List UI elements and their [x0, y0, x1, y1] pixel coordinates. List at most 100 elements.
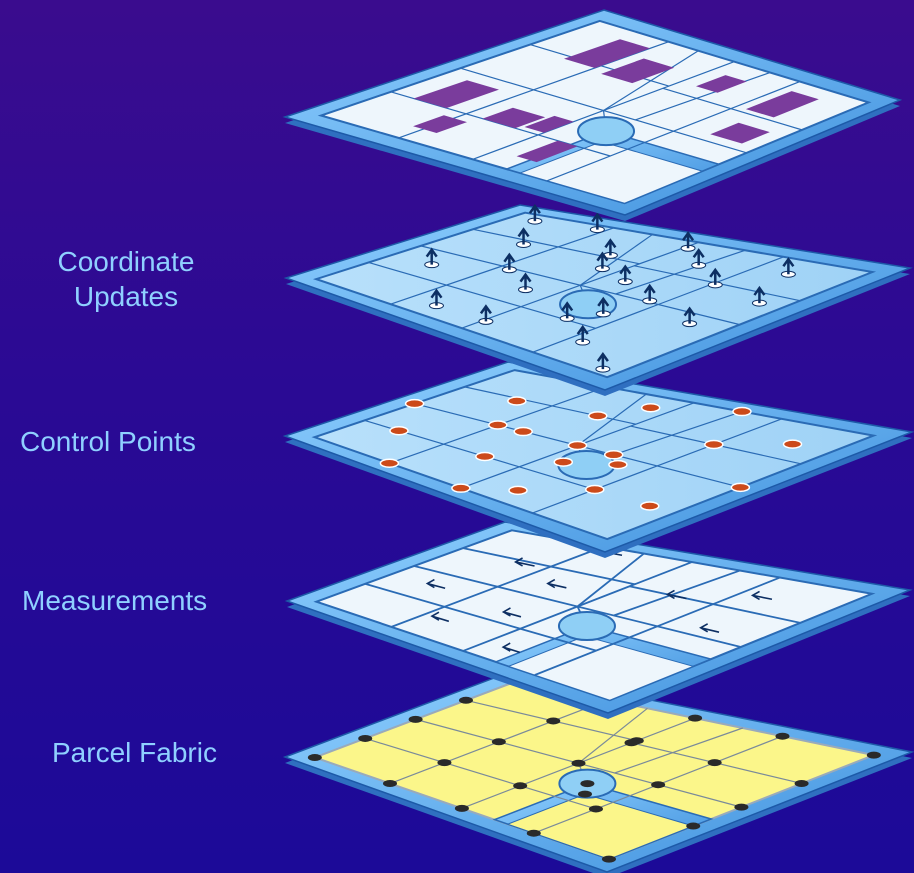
building — [710, 122, 770, 144]
label-control-points: Control Points — [20, 426, 196, 457]
control-point — [451, 483, 471, 493]
update-arrow — [643, 283, 656, 301]
parcel-line — [391, 585, 498, 628]
building — [696, 75, 747, 93]
fabric-node — [734, 803, 749, 811]
update-arrow — [753, 285, 766, 304]
fabric-node — [546, 717, 561, 725]
measurement-arrow — [513, 557, 535, 567]
fabric-node — [577, 790, 592, 798]
parcel-line — [502, 227, 615, 267]
parcel-line — [657, 576, 781, 628]
fabric-node — [588, 805, 603, 813]
parcel-line — [635, 71, 771, 121]
update-arrow — [604, 238, 617, 256]
parcel-line — [546, 130, 674, 182]
update-arrow — [528, 203, 541, 222]
building — [524, 115, 574, 133]
building — [601, 58, 675, 84]
update-arrow — [576, 324, 589, 343]
cul-de-sac — [577, 116, 636, 147]
parcel-line — [613, 410, 743, 456]
update-arrow — [596, 351, 609, 370]
update-arrow — [425, 247, 438, 265]
parcel-line — [534, 625, 658, 676]
parcel-line — [365, 582, 521, 630]
update-arrow — [682, 231, 695, 249]
parcel-line — [464, 386, 636, 425]
label-coordinate-updates: Coordinate Updates — [36, 244, 216, 314]
parcel-line — [497, 386, 607, 426]
update-arrow — [517, 227, 530, 245]
building — [413, 80, 499, 109]
update-arrow — [519, 272, 532, 290]
measurement-arrow — [501, 607, 522, 618]
control-point — [588, 411, 608, 421]
fabric-node — [686, 822, 701, 830]
fabric-node — [358, 734, 373, 742]
parcel-line — [519, 466, 595, 491]
parcel-line — [532, 303, 659, 353]
control-point — [704, 439, 724, 450]
control-point — [639, 501, 660, 511]
update-arrow — [683, 306, 696, 324]
update-arrow — [561, 301, 574, 319]
parcel-line — [603, 50, 699, 112]
update-arrow — [430, 288, 443, 306]
control-point — [782, 439, 803, 449]
control-point — [404, 398, 425, 409]
parcel-line — [520, 306, 596, 329]
control-point — [553, 457, 574, 467]
measurement-arrow — [699, 623, 720, 633]
control-point — [730, 482, 751, 493]
control-point — [567, 440, 588, 451]
fabric-node — [454, 804, 469, 812]
fabric-node — [437, 759, 452, 767]
layer-fabric — [282, 671, 914, 873]
label-coordinate-updates-line2: Updates — [73, 281, 179, 312]
fabric-node — [408, 715, 423, 723]
parcel-line — [398, 89, 534, 139]
control-point — [389, 425, 409, 436]
update-arrow — [503, 252, 516, 270]
update-arrow — [596, 251, 609, 269]
parcel-line — [673, 81, 801, 132]
measurement-arrow — [501, 642, 521, 654]
label-coordinate-updates-line1: Coordinate — [57, 246, 195, 277]
label-parcel-fabric: Parcel Fabric — [52, 737, 217, 768]
parcel-line — [520, 627, 597, 652]
fabric-node — [624, 739, 639, 747]
measurement-arrow — [546, 578, 567, 589]
building — [482, 107, 546, 129]
fabric-node — [513, 782, 528, 790]
building — [413, 115, 467, 133]
layer-control — [282, 361, 914, 558]
update-arrow — [619, 264, 632, 282]
parcel-line — [613, 569, 741, 617]
fabric-node — [458, 696, 473, 704]
parcel-line — [629, 585, 801, 624]
parcel-line — [658, 256, 784, 306]
control-point — [585, 484, 605, 495]
parcel-line — [497, 545, 605, 588]
parcel-line — [579, 233, 653, 286]
label-measurements: Measurements — [22, 585, 208, 616]
layer-buildings — [282, 9, 903, 221]
fabric-node — [580, 780, 595, 788]
parcel-line — [657, 735, 783, 786]
fabric-node — [307, 754, 322, 762]
control-point — [732, 406, 752, 417]
control-point — [640, 402, 661, 413]
fabric-node — [707, 759, 722, 767]
fabric-node — [794, 779, 809, 787]
update-arrow — [692, 248, 705, 266]
layer-measurements — [284, 521, 913, 719]
measurement-arrow — [665, 589, 687, 600]
parcel-line — [390, 91, 539, 136]
fabric-node — [571, 759, 586, 767]
update-arrow — [597, 296, 610, 314]
fabric-node — [383, 780, 398, 788]
parcel-line — [578, 707, 648, 764]
fabric-node — [526, 829, 541, 837]
